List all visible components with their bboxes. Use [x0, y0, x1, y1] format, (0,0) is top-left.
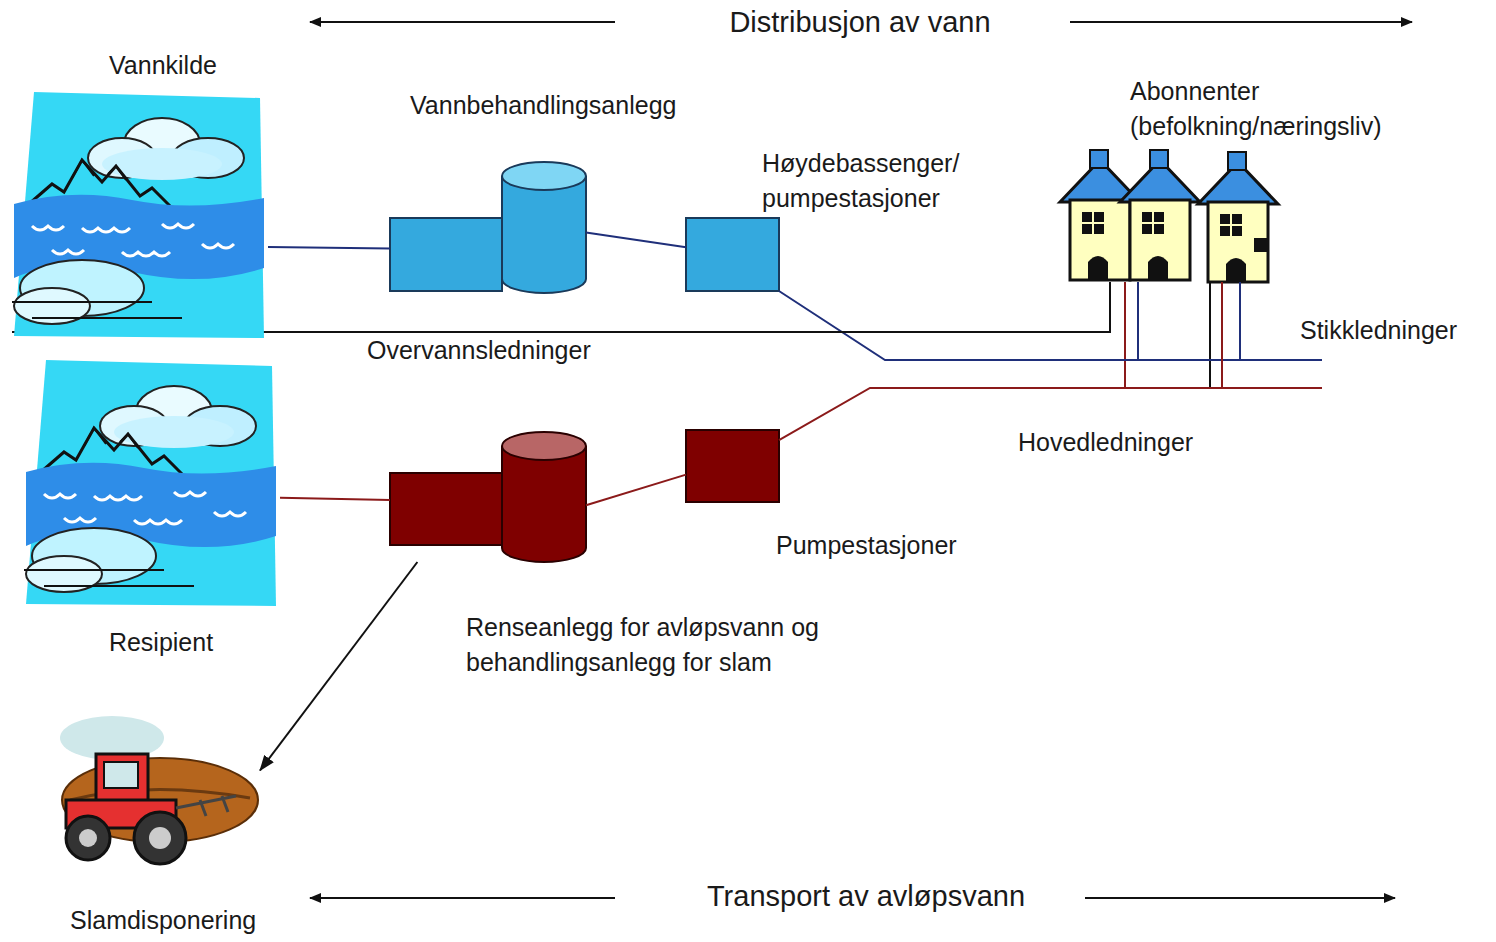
node-label: Vannkilde — [109, 48, 217, 83]
node-label: Slamdisponering — [70, 903, 256, 938]
pipe-line — [268, 247, 390, 248]
water-source: Vannkilde — [12, 92, 268, 342]
node-label: Høydebassenger/ pumpestasjoner — [762, 146, 1007, 215]
treatment-plant: Vannbehandlingsanlegg — [390, 160, 586, 292]
pipe-label: Stikkledninger — [1296, 316, 1461, 345]
node-label: Abonnenter (befolkning/næringsliv) — [1130, 74, 1460, 143]
node-label: Renseanlegg for avløpsvann og behandling… — [466, 610, 846, 679]
sludge-disposal: Slamdisponering — [60, 715, 260, 865]
pipe-line — [260, 562, 417, 771]
recipient: Resipient — [22, 360, 280, 606]
node-label: Resipient — [109, 625, 213, 660]
subscribers: Abonnenter (befolkning/næringsliv) — [1057, 150, 1307, 282]
pipe-line — [779, 282, 1240, 360]
reservoir-box: Høydebassenger/ pumpestasjoner — [686, 218, 779, 291]
pipe-line — [586, 475, 686, 506]
pump-station: Pumpestasjoner — [686, 430, 779, 502]
pipe-line — [779, 282, 1222, 440]
pipe-label: Overvannsledninger — [363, 336, 595, 365]
node-label: Pumpestasjoner — [776, 528, 957, 563]
pipe-line — [586, 233, 686, 248]
pipe-line — [280, 498, 390, 500]
flow-title: Transport av avløpsvann — [699, 880, 1033, 913]
pipe-label: Hovedledninger — [1014, 428, 1197, 457]
wastewater-plant: Renseanlegg for avløpsvann og behandling… — [390, 430, 586, 562]
pipe-line — [268, 282, 1110, 332]
node-label: Vannbehandlingsanlegg — [410, 88, 676, 123]
flow-title: Distribusjon av vann — [721, 6, 998, 39]
